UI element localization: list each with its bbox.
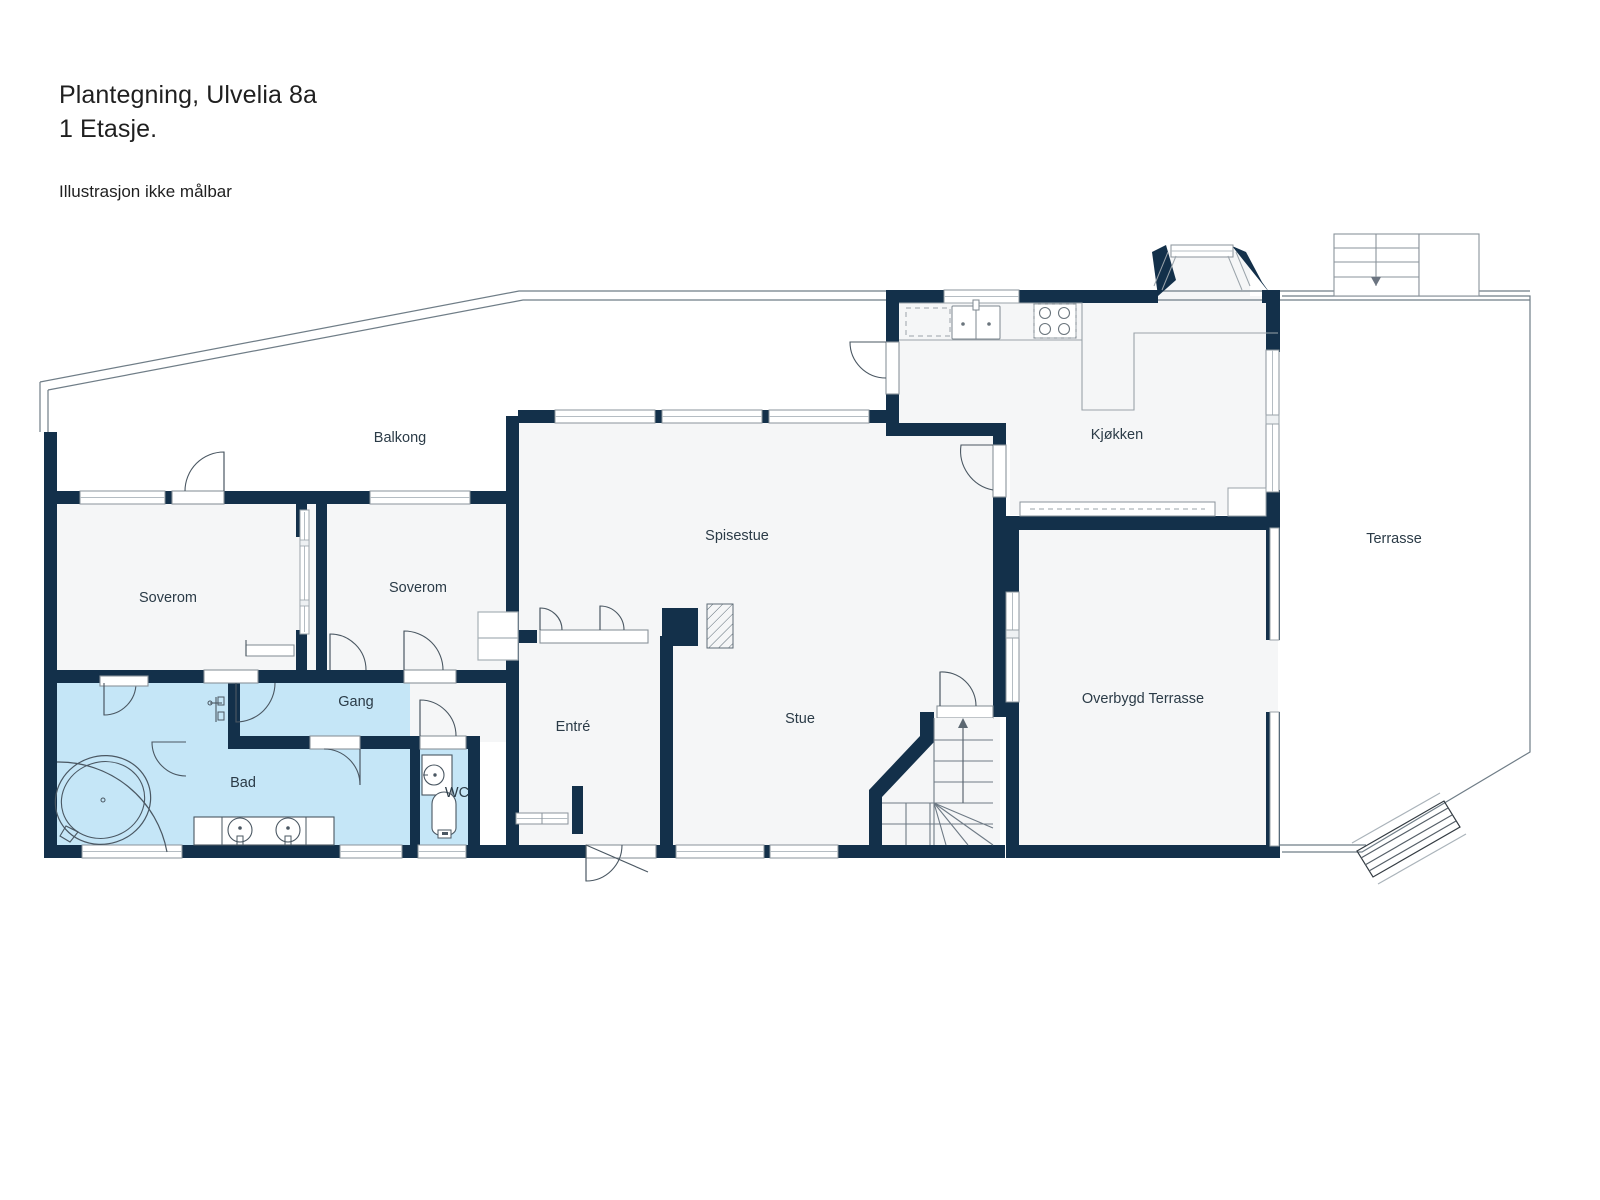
room-label-spisestue: Spisestue <box>705 528 769 544</box>
wc-sink-icon <box>421 754 453 796</box>
room-label-balkong: Balkong <box>374 430 426 446</box>
laundry-connection-icon <box>207 696 225 722</box>
room-label-soverom-1: Soverom <box>139 590 197 606</box>
exterior-stair-down-icon <box>1333 233 1480 297</box>
fireplace-icon <box>662 603 734 649</box>
room-label-soverom-2: Soverom <box>389 580 447 596</box>
balcony-railing <box>39 290 1530 432</box>
floor-fills <box>48 250 1278 852</box>
built-in-units <box>477 611 519 661</box>
room-label-entre: Entré <box>556 719 591 735</box>
page-title-line-1: Plantegning, Ulvelia 8a <box>59 81 318 109</box>
room-label-kjokken: Kjøkken <box>1091 427 1143 443</box>
room-label-gang: Gang <box>338 694 373 710</box>
room-labels: Balkong Soverom Soverom Gang Bad WC Entr… <box>139 427 1422 801</box>
title-block: Plantegning, Ulvelia 8a 1 Etasje. Illust… <box>59 78 317 204</box>
corner-bathtub-icon <box>54 755 168 853</box>
page-title-line-2: 1 Etasje. <box>59 115 158 143</box>
room-label-bad: Bad <box>230 775 256 791</box>
room-label-stue: Stue <box>785 711 815 727</box>
room-label-overbygd-terrasse: Overbygd Terrasse <box>1082 691 1204 707</box>
toilet-icon <box>431 791 457 839</box>
kitchen-double-sink-icon <box>951 299 1001 340</box>
windows <box>79 244 1280 859</box>
bathroom-fixtures <box>54 696 457 853</box>
staircase-up-icon <box>869 712 994 846</box>
double-vanity-icon <box>193 816 335 846</box>
room-label-terrasse: Terrasse <box>1366 531 1422 547</box>
kitchen-fixtures <box>899 299 1278 411</box>
four-burner-cooktop-icon <box>1033 303 1077 339</box>
room-label-wc: WC <box>445 785 469 801</box>
illustration-note: Illustrasjon ikke målbar <box>59 182 232 201</box>
doors <box>99 341 1007 882</box>
terrace-outline <box>1278 295 1531 885</box>
